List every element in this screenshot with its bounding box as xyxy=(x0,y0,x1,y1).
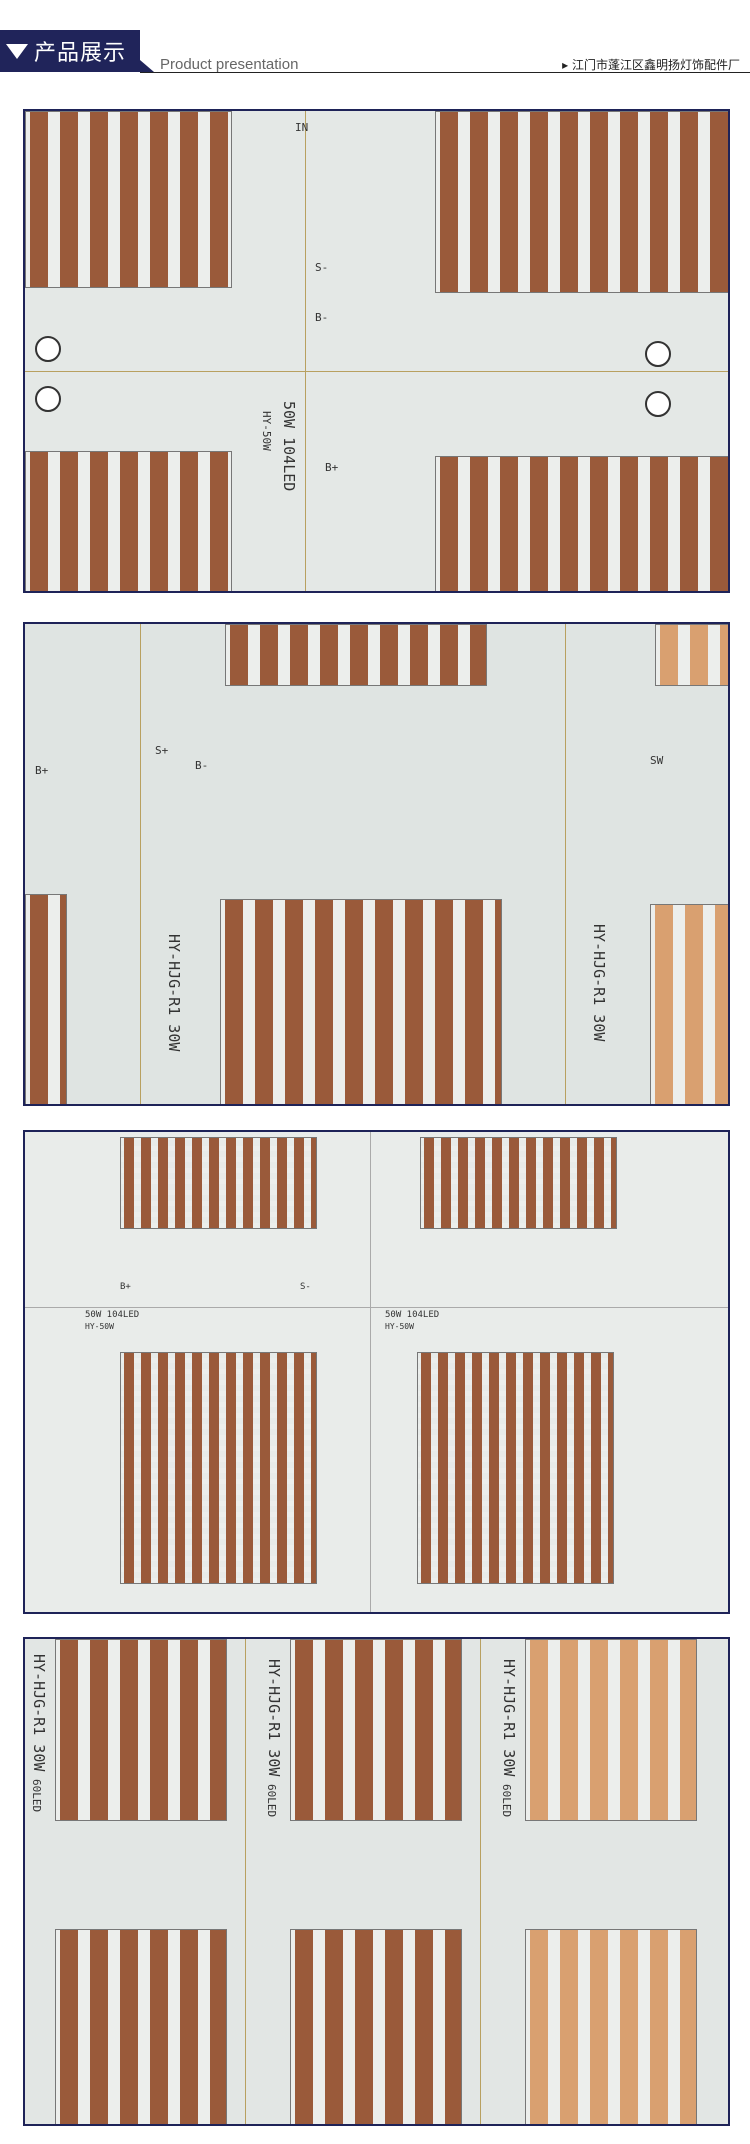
pcb-label: HY-HJG-R1 30W xyxy=(590,924,608,1042)
pcb-label: 60LED xyxy=(265,1784,278,1818)
pcb-label: HY-50W xyxy=(85,1322,114,1331)
pcb-label: S+ xyxy=(155,744,169,757)
pcb-label: B+ xyxy=(35,764,49,777)
pcb-label: B- xyxy=(315,311,329,324)
pcb-label: S- xyxy=(300,1282,311,1292)
product-photo-3: 50W 104LED HY-50W 50W 104LED HY-50W B+ S… xyxy=(23,1130,730,1614)
pcb-label: HY-HJG-R1 30W xyxy=(165,934,183,1052)
company-name: ▸ 江门市蓬江区鑫明扬灯饰配件厂 xyxy=(562,58,740,72)
pcb-label: B+ xyxy=(120,1282,131,1292)
product-photo-4: HY-HJG-R1 30W 60LED HY-HJG-R1 30W 60LED … xyxy=(23,1637,730,2126)
product-photo-2: HY-HJG-R1 30W HY-HJG-R1 30W S+ B- B+ SW xyxy=(23,622,730,1106)
section-subtitle: Product presentation xyxy=(160,56,299,73)
pcb-label: 50W 104LED xyxy=(280,401,298,492)
pcb-label: 60LED xyxy=(500,1784,513,1818)
pcb-label: HY-50W xyxy=(260,411,273,451)
pcb-label: HY-50W xyxy=(385,1322,414,1331)
section-header: 产品展示 xyxy=(0,30,140,72)
pcb-label: S- xyxy=(315,261,329,274)
pcb-label: HY-HJG-R1 30W xyxy=(30,1654,48,1772)
pcb-label: HY-HJG-R1 30W xyxy=(265,1659,283,1777)
pcb-label: SW xyxy=(650,754,664,767)
pcb-label: B- xyxy=(195,759,209,772)
product-photo-1: 50W 104LED HY-50W S- B- B+ IN xyxy=(23,109,730,593)
pcb-label: 50W 104LED xyxy=(385,1310,440,1320)
section-title: 产品展示 xyxy=(34,41,127,66)
company-label: 江门市蓬江区鑫明扬灯饰配件厂 xyxy=(571,58,740,72)
pcb-label: HY-HJG-R1 30W xyxy=(500,1659,518,1777)
pcb-label: 60LED xyxy=(30,1779,43,1813)
pcb-label: 50W 104LED xyxy=(85,1310,140,1320)
header-divider xyxy=(140,72,750,73)
pcb-label: B+ xyxy=(325,461,339,474)
header-notch xyxy=(140,60,154,72)
triangle-down-icon xyxy=(6,43,28,59)
pcb-label: IN xyxy=(295,121,309,134)
